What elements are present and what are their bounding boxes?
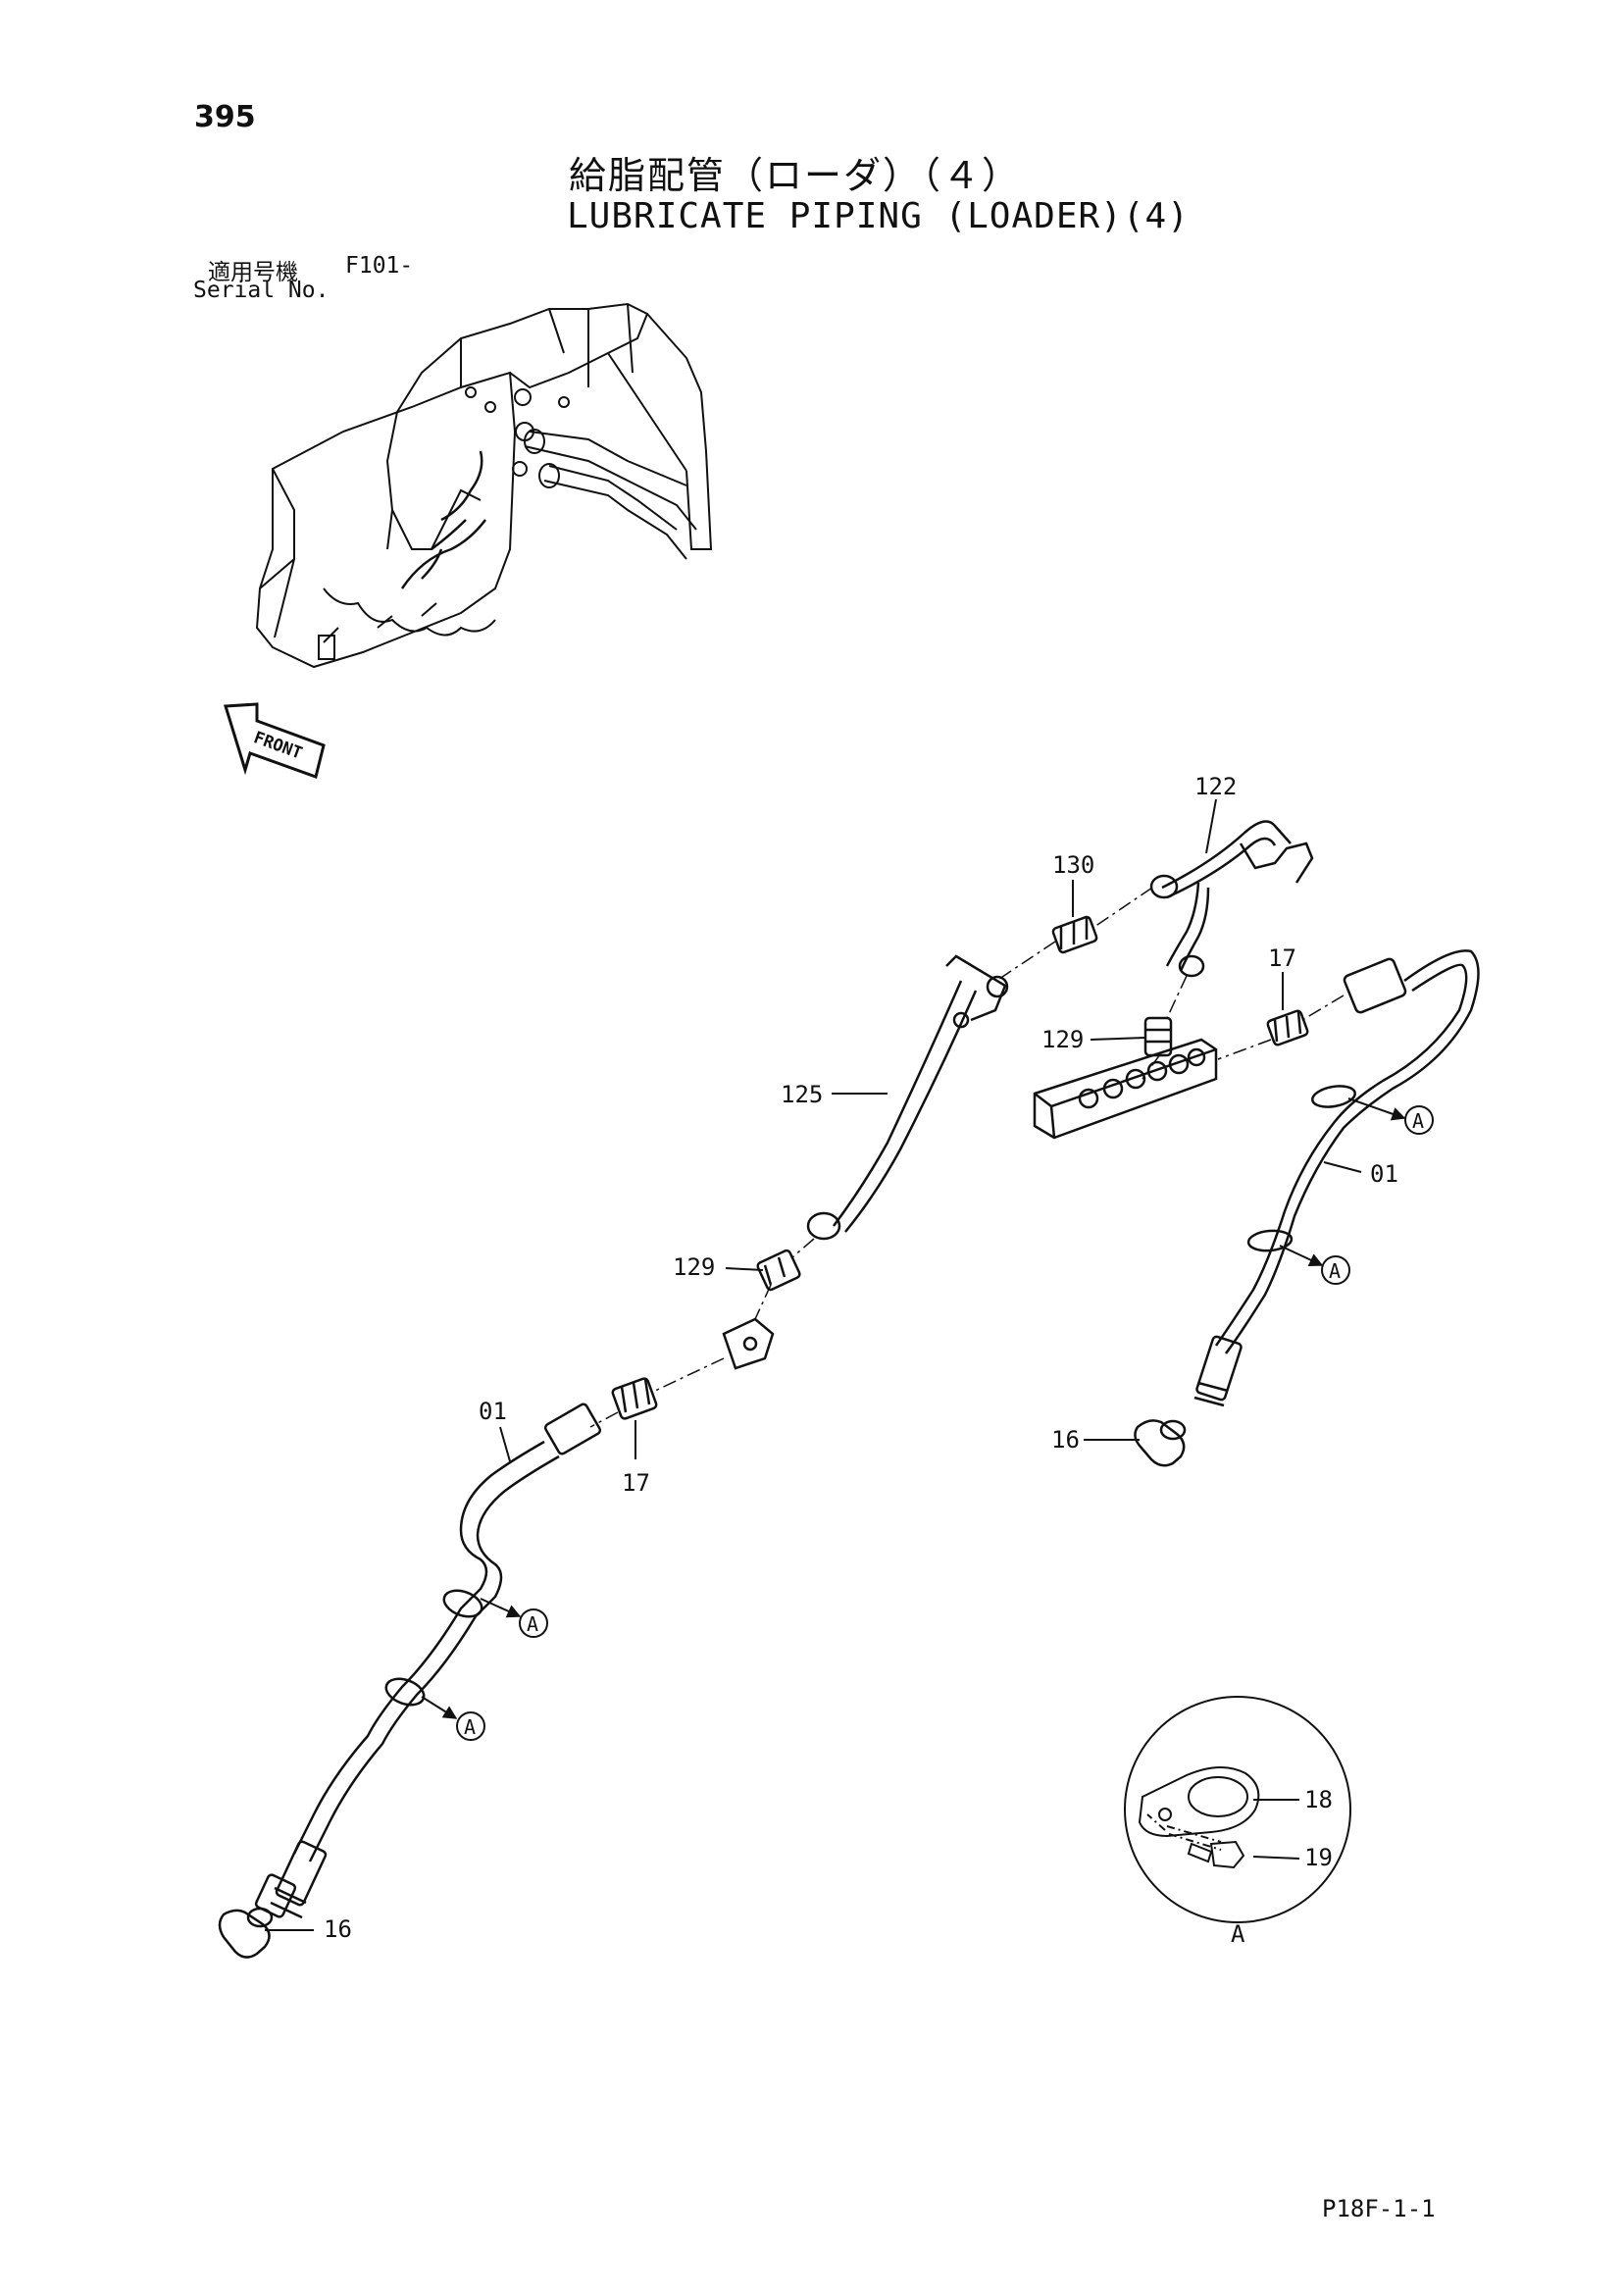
callout-18: 18 xyxy=(1304,1786,1333,1813)
distribution-block xyxy=(1033,1038,1218,1140)
front-label: FRONT xyxy=(251,728,305,763)
junction-block xyxy=(722,1317,775,1370)
part-callouts: 122 130 17 129 125 01 129 01 17 16 16 18… xyxy=(324,773,1398,1948)
loader-overview-illustration xyxy=(255,302,713,669)
serial-code: F101- xyxy=(345,253,414,279)
ref-a-label: A xyxy=(527,1612,538,1636)
drawing-code: P18F-1-1 xyxy=(1322,2195,1436,2222)
assembly-lines xyxy=(589,887,1345,1428)
fitting-17-upper xyxy=(1266,1009,1309,1046)
pipe-122 xyxy=(1149,820,1314,978)
fitting-17-lower xyxy=(611,1377,658,1420)
callout-130: 130 xyxy=(1052,851,1094,879)
callout-01: 01 xyxy=(479,1398,507,1425)
ref-a-label: A xyxy=(1412,1109,1424,1133)
callout-19: 19 xyxy=(1304,1844,1333,1871)
callout-16: 16 xyxy=(324,1915,352,1943)
ref-a-markers: A A A A xyxy=(456,1105,1434,1741)
callout-122: 122 xyxy=(1194,773,1237,800)
fitting-129-upper xyxy=(1143,1016,1173,1057)
pipe-125 xyxy=(806,954,1009,1241)
callout-17: 17 xyxy=(622,1469,650,1497)
ref-a-label: A xyxy=(464,1715,476,1739)
page-number: 395 xyxy=(194,100,256,134)
callout-125: 125 xyxy=(781,1081,823,1108)
callout-16: 16 xyxy=(1051,1426,1080,1454)
fitting-130 xyxy=(1051,915,1098,954)
hose-01-right xyxy=(1193,949,1480,1407)
elbow-16-left xyxy=(218,1907,274,1959)
callout-129: 129 xyxy=(1041,1026,1084,1053)
ref-a-label: A xyxy=(1329,1259,1341,1283)
fitting-129-lower xyxy=(756,1249,801,1292)
detail-a-view xyxy=(1124,1696,1351,1923)
exploded-assembly xyxy=(218,820,1480,1959)
detail-a-label: A xyxy=(1231,1920,1245,1948)
callout-17: 17 xyxy=(1268,944,1296,972)
title-japanese: 給脂配管（ローダ）（４） xyxy=(569,154,1022,197)
callout-129: 129 xyxy=(673,1253,715,1281)
elbow-16-right xyxy=(1134,1419,1187,1467)
serial-label-english: Serial No. xyxy=(193,278,330,303)
front-direction-arrow: FRONT xyxy=(224,702,326,779)
leader-lines xyxy=(265,798,1362,1931)
callout-01: 01 xyxy=(1370,1160,1398,1188)
hose-01-left xyxy=(254,1403,602,1919)
serial-label-japanese: 適用号機 xyxy=(208,260,298,285)
title-english: LUBRICATE PIPING (LOADER)(4) xyxy=(567,196,1190,236)
ref-a-arrows xyxy=(421,1097,1406,1719)
